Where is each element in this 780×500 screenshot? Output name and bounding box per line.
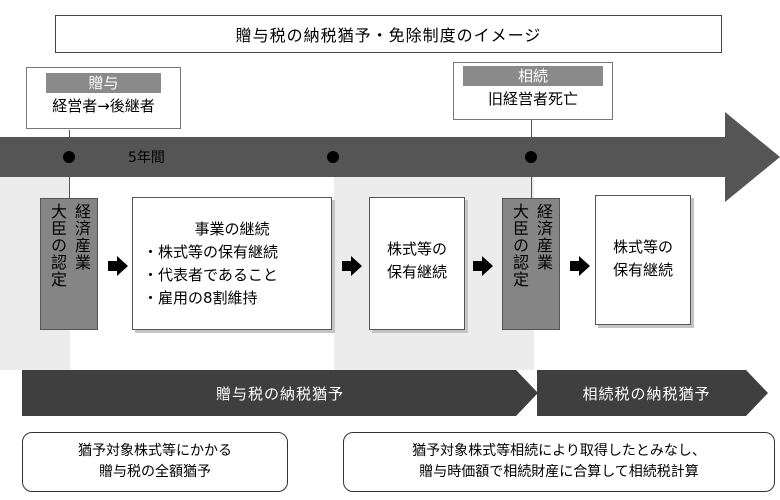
minister-certification-line-1: 経済産業 [72, 203, 91, 271]
holding-line: 株式等の [612, 238, 673, 256]
inheritance-note-line: 贈与時価額で相続財産に合算して相続税計算 [419, 464, 699, 480]
inheritance-note-line: 猶予対象株式等相続により取得したとみなし、 [412, 443, 706, 459]
post-inheritance-holding-box: 株式等の 保有継続 [595, 195, 691, 325]
gift-note-line: 贈与税の全額猶予 [99, 464, 211, 480]
gift-connector-line [69, 130, 70, 200]
holding-line: 保有継続 [386, 263, 447, 281]
diagram-title: 贈与税の納税猶予・免除制度のイメージ [55, 15, 722, 53]
business-continuation-box: 事業の継続 ・株式等の保有継続 ・代表者であること ・雇用の8割維持 [132, 197, 332, 330]
inheritance-event-label: 相続 [463, 66, 603, 86]
pointer-arrow-icon [570, 256, 590, 280]
pointer-arrow-icon [473, 256, 493, 280]
continuation-item: ・雇用の8割維持 [143, 289, 258, 307]
holding-line: 保有継続 [612, 261, 673, 279]
inheritance-event-box: 相続 旧経営者死亡 [453, 62, 613, 120]
gift-note-line: 猶予対象株式等にかかる [78, 443, 232, 459]
timeline-point-5-years [327, 151, 339, 163]
period-label: 5年間 [128, 150, 165, 166]
minister-certification-line-2: 大臣の認定 [510, 203, 529, 288]
gift-event-label: 贈与 [46, 73, 161, 93]
continuation-item: ・代表者であること [143, 266, 278, 284]
gift-tax-note: 猶予対象株式等にかかる 贈与税の全額猶予 [22, 432, 288, 492]
minister-certification-line-2: 大臣の認定 [48, 203, 67, 288]
continuation-item: ・株式等の保有継続 [143, 243, 279, 261]
timeline-point-gift [63, 151, 75, 163]
continuation-heading: 事業の継続 [194, 220, 270, 238]
minister-certification-box-1: 経済産業 大臣の認定 [40, 198, 98, 330]
minister-certification-box-2: 経済産業 大臣の認定 [502, 198, 560, 330]
gift-event-detail: 経営者→後継者 [52, 97, 155, 115]
pointer-arrow-icon [342, 256, 362, 280]
timeline-point-inheritance [525, 151, 537, 163]
pointer-arrow-icon [108, 256, 128, 280]
minister-certification-line-1: 経済産業 [534, 203, 553, 271]
gift-event-box: 贈与 経営者→後継者 [26, 67, 181, 129]
inheritance-tax-deferral-label: 相続税の納税猶予 [582, 384, 711, 403]
inheritance-event-detail: 旧経営者死亡 [487, 90, 578, 108]
gift-tax-deferral-banner: 贈与税の納税猶予 [22, 370, 538, 416]
inheritance-tax-note: 猶予対象株式等相続により取得したとみなし、 贈与時価額で相続財産に合算して相続税… [343, 432, 775, 492]
timeline-arrow [0, 112, 780, 202]
holding-line: 株式等の [386, 240, 447, 258]
holding-continuation-box: 株式等の 保有継続 [369, 197, 465, 330]
gift-tax-deferral-label: 贈与税の納税猶予 [215, 384, 344, 403]
inheritance-tax-deferral-banner: 相続税の納税猶予 [537, 370, 768, 416]
